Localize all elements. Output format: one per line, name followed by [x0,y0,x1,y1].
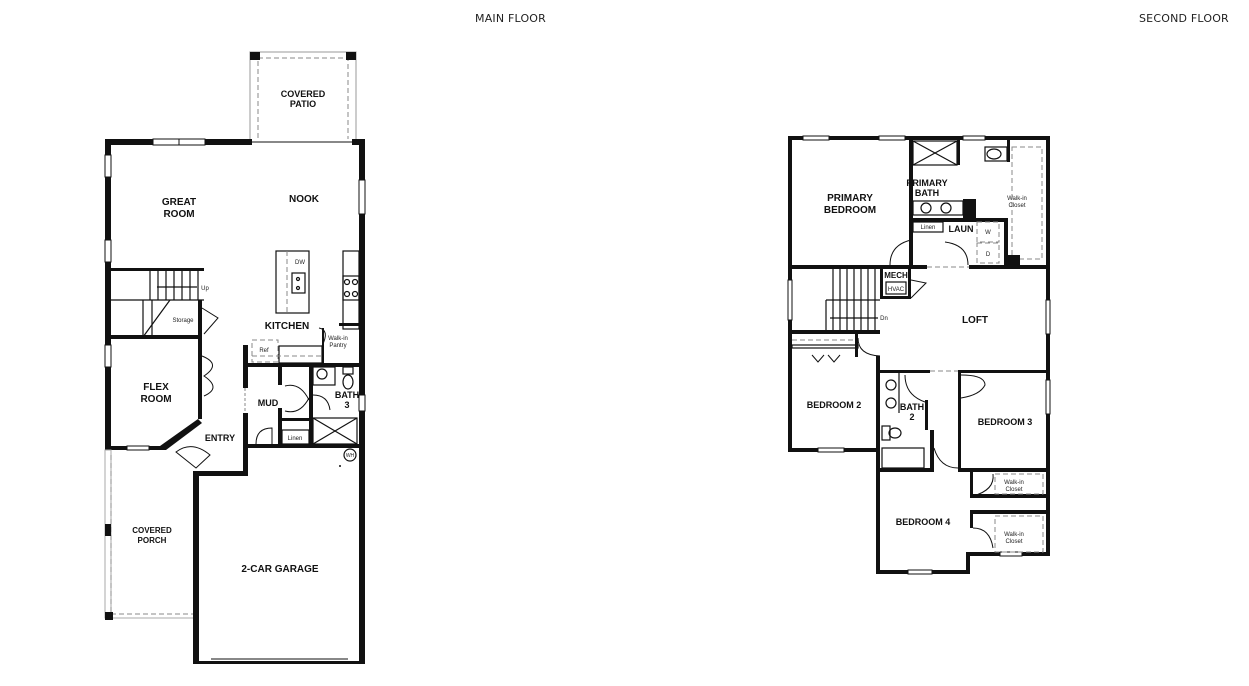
washer-label: W [985,230,991,236]
dryer-label: D [986,252,991,258]
main-floor-title: MAIN FLOOR [475,12,547,25]
kitchen-label: KITCHEN [265,321,309,332]
water-heater-label: WH [346,453,355,459]
refrigerator-label: Ref [259,348,269,354]
hvac-label: HVAC [888,287,905,293]
bedroom-4-label: BEDROOM 4 [896,517,951,527]
primary-linen-label: Linen [921,225,936,231]
loft-label: LOFT [962,315,988,326]
mech-label: MECH [884,271,908,280]
mud-label: MUD [258,398,279,408]
garage-label: 2-CAR GARAGE [241,564,319,575]
stairs-down-label: Dn [880,316,888,322]
entry-label: ENTRY [205,433,235,443]
bedroom-3-label: BEDROOM 3 [978,417,1033,427]
nook-label: NOOK [289,194,320,205]
storage-label: Storage [172,318,194,324]
stairs-up-label: Up [201,286,209,292]
linen-label: Linen [288,436,303,442]
bedroom-2-label: BEDROOM 2 [807,400,862,410]
second-floor-title: SECOND FLOOR [1139,12,1229,25]
laundry-label: LAUN [949,224,974,234]
dishwasher-label: DW [295,260,305,266]
